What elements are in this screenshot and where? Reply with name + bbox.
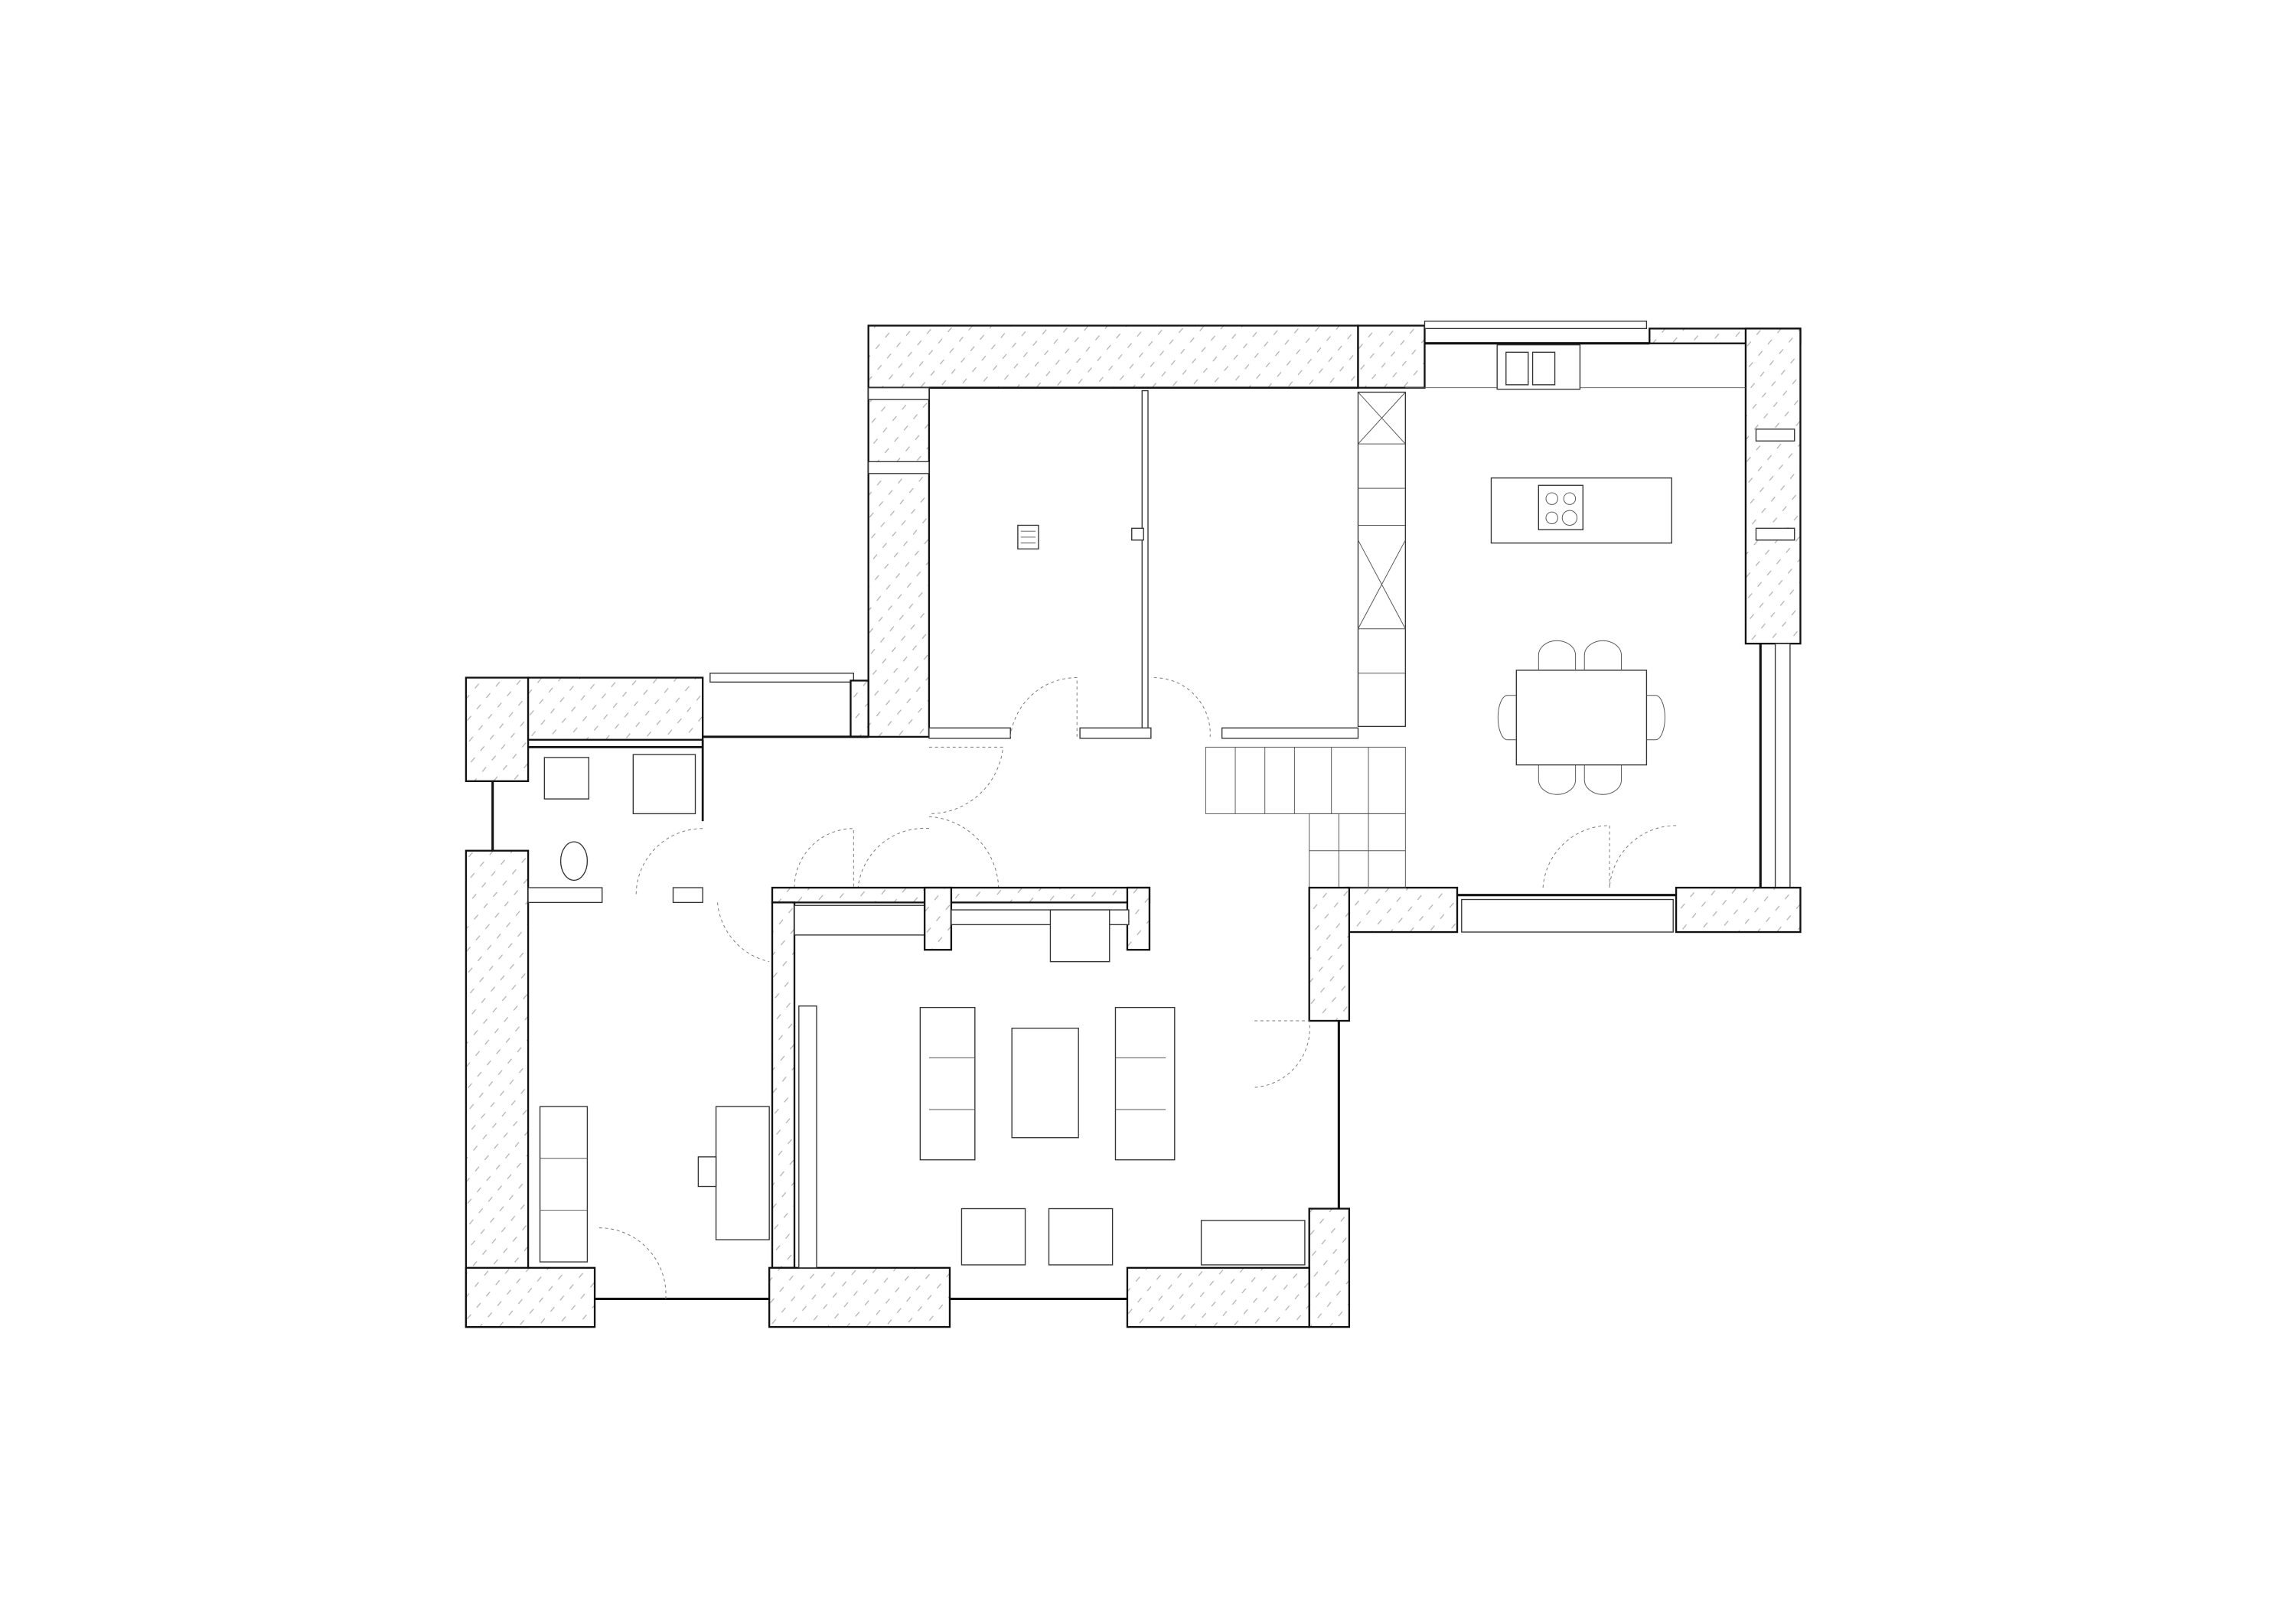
left-block-walls bbox=[465, 673, 869, 1328]
desk bbox=[715, 1106, 770, 1240]
door-swing bbox=[794, 828, 929, 888]
cooktop-icon bbox=[1538, 484, 1583, 530]
stove-icon bbox=[1049, 909, 1110, 963]
kitchen-island bbox=[1490, 477, 1672, 544]
bedroom-divider bbox=[1141, 389, 1149, 738]
cabinet-column bbox=[1357, 391, 1407, 728]
shower-tray-icon bbox=[632, 754, 696, 815]
bathroom-fixtures bbox=[543, 754, 703, 895]
sofa bbox=[539, 1106, 589, 1263]
living-room-walls bbox=[465, 886, 1351, 1328]
bedroom-block-walls bbox=[867, 324, 1426, 739]
door-swing bbox=[717, 902, 770, 963]
living-furniture bbox=[798, 1005, 1306, 1269]
washbasin-icon bbox=[543, 757, 590, 800]
kitchen-sink-icon bbox=[1496, 344, 1581, 390]
coffee-table bbox=[1011, 1028, 1079, 1139]
dining-table bbox=[1497, 640, 1665, 795]
armchair bbox=[1048, 1207, 1114, 1266]
study-furniture bbox=[539, 1106, 770, 1263]
sofa bbox=[919, 1006, 976, 1161]
chair bbox=[697, 1156, 717, 1188]
toilet-icon bbox=[559, 841, 589, 882]
kitchen-walls bbox=[1345, 321, 1802, 934]
sofa bbox=[1114, 1006, 1176, 1161]
armchair bbox=[960, 1207, 1026, 1266]
radiator-icon bbox=[1017, 524, 1039, 550]
shelf bbox=[798, 1005, 817, 1269]
bench bbox=[1200, 1220, 1306, 1266]
staircase bbox=[1205, 746, 1406, 888]
door-swing bbox=[928, 746, 1004, 888]
